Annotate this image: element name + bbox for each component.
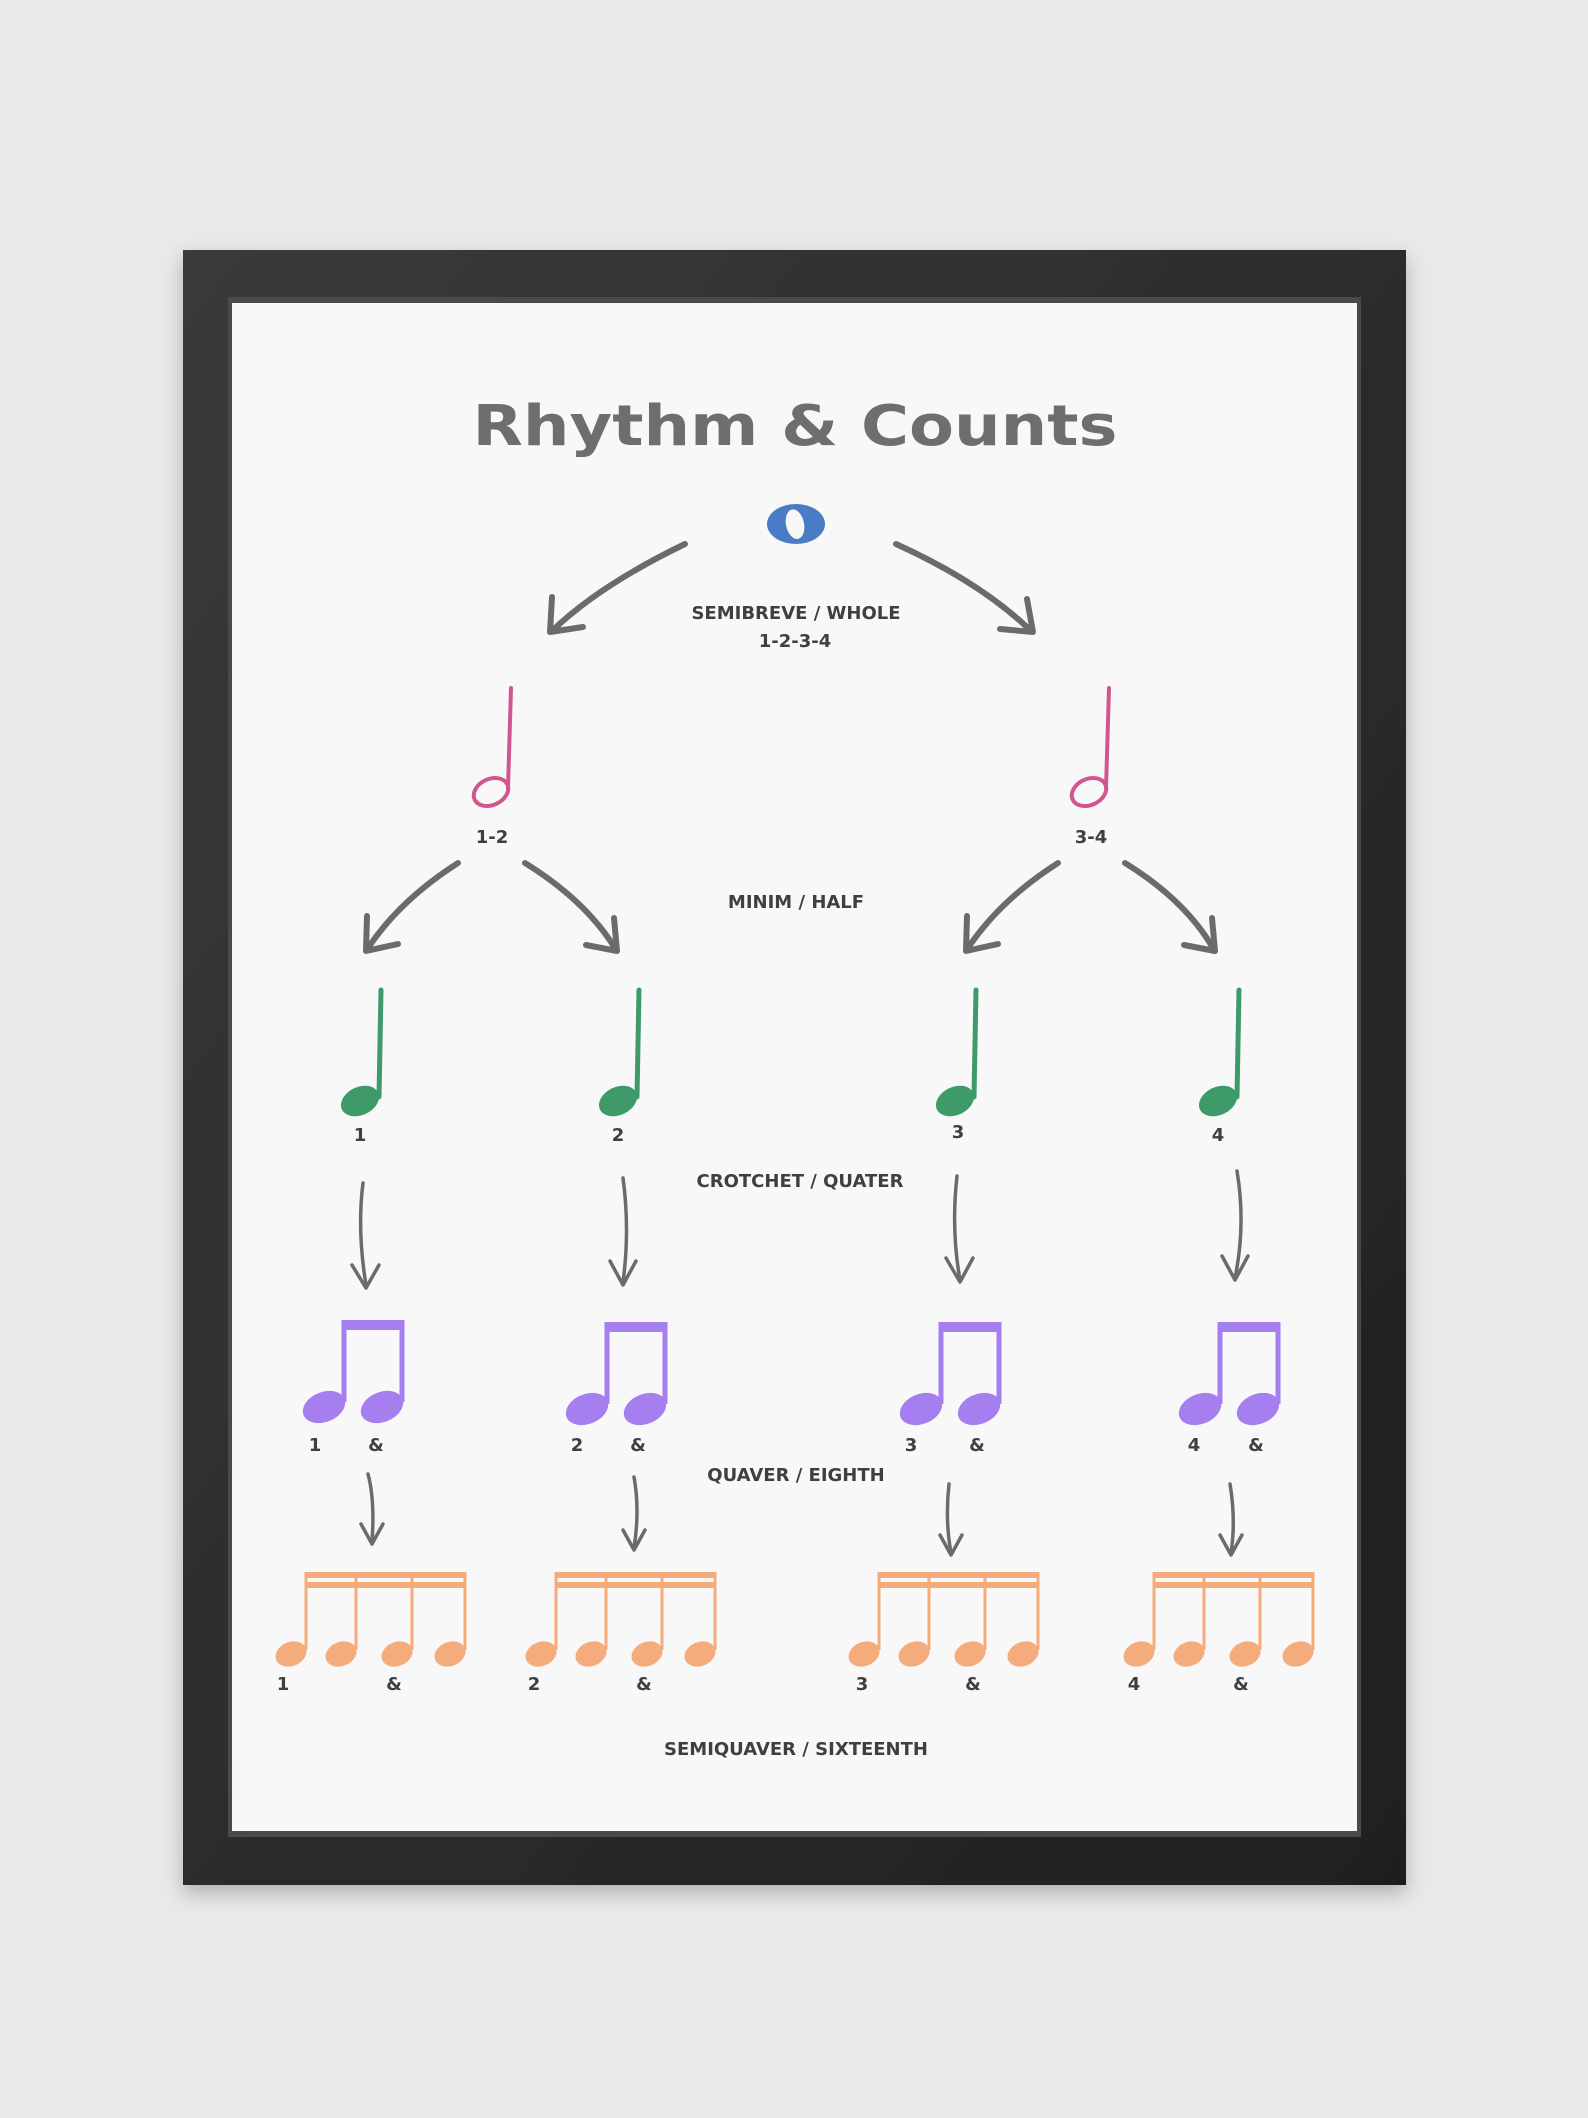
crotchet-count-label-2: 2 — [612, 1125, 625, 1146]
minim-note-icon-1 — [471, 686, 513, 809]
quaver-beat-label-1: 1 — [309, 1435, 322, 1456]
semiquaver-and-label-4: & — [1233, 1674, 1249, 1695]
arrow-semibreve-to-minim-left — [547, 541, 688, 635]
quaver-beat-label-4: 4 — [1188, 1435, 1201, 1456]
crotchet-note-icon-4 — [1198, 987, 1242, 1117]
semiquaver-and-label-3: & — [965, 1674, 981, 1695]
semiquaver-group-icon-4 — [1123, 1572, 1315, 1667]
arrow-crotchet4-to-quaver4 — [1220, 1169, 1250, 1282]
semibreve-note-icon — [767, 504, 825, 544]
crotchet-count-label-3: 3 — [952, 1122, 965, 1143]
quaver-and-label-3: & — [969, 1435, 985, 1456]
arrow-semibreve-to-minim-right — [893, 541, 1036, 635]
semiquaver-beat-label-2: 2 — [528, 1674, 541, 1695]
arrow-minim2-to-crotchet4 — [1122, 860, 1218, 954]
quaver-beat-label-2: 2 — [571, 1435, 584, 1456]
arrow-quaver2-to-semiquaver2 — [621, 1475, 647, 1552]
quaver-and-label-2: & — [630, 1435, 646, 1456]
quaver-pair-icon-3 — [899, 1322, 1002, 1426]
arrow-minim2-to-crotchet3 — [963, 860, 1061, 954]
semibreve-count-label: 1-2-3-4 — [759, 631, 832, 652]
minim-count-label-2: 3-4 — [1075, 827, 1108, 848]
arrow-crotchet2-to-quaver2 — [608, 1176, 638, 1287]
quaver-and-label-4: & — [1248, 1435, 1264, 1456]
semiquaver-and-label-1: & — [386, 1674, 402, 1695]
crotchet-note-icon-3 — [935, 987, 979, 1117]
arrow-minim1-to-crotchet1 — [363, 860, 461, 954]
semiquaver-beat-label-1: 1 — [277, 1674, 290, 1695]
arrow-minim1-to-crotchet2 — [522, 860, 620, 954]
arrow-quaver1-to-semiquaver1 — [359, 1472, 385, 1546]
crotchet-note-icon-1 — [340, 987, 384, 1117]
quaver-name-label: QUAVER / EIGHTH — [707, 1465, 884, 1486]
minim-count-label-1: 1-2 — [476, 827, 509, 848]
arrow-crotchet1-to-quaver1 — [350, 1181, 381, 1290]
semiquaver-and-label-2: & — [636, 1674, 652, 1695]
arrow-quaver3-to-semiquaver3 — [938, 1482, 964, 1557]
quaver-beat-label-3: 3 — [905, 1435, 918, 1456]
crotchet-count-label-1: 1 — [354, 1125, 367, 1146]
semiquaver-group-icon-2 — [525, 1572, 717, 1667]
crotchet-count-label-4: 4 — [1212, 1125, 1225, 1146]
quaver-pair-icon-2 — [565, 1322, 668, 1426]
crotchet-name-label: CROTCHET / QUATER — [697, 1171, 904, 1192]
semiquaver-beat-label-4: 4 — [1128, 1674, 1141, 1695]
minim-name-label: MINIM / HALF — [728, 892, 864, 913]
semiquaver-group-icon-3 — [848, 1572, 1040, 1667]
quaver-pair-icon-1 — [302, 1320, 405, 1424]
quaver-pair-icon-4 — [1178, 1322, 1281, 1426]
semiquaver-beat-label-3: 3 — [856, 1674, 869, 1695]
arrow-crotchet3-to-quaver3 — [944, 1174, 975, 1284]
crotchet-note-icon-2 — [598, 987, 642, 1117]
poster-title: Rhythm & Counts — [473, 394, 1118, 459]
semiquaver-name-label: SEMIQUAVER / SIXTEENTH — [664, 1739, 928, 1760]
arrow-quaver4-to-semiquaver4 — [1218, 1482, 1244, 1557]
minim-note-icon-2 — [1069, 686, 1111, 809]
semiquaver-group-icon-1 — [275, 1572, 467, 1667]
quaver-and-label-1: & — [368, 1435, 384, 1456]
semibreve-name-label: SEMIBREVE / WHOLE — [691, 603, 900, 624]
